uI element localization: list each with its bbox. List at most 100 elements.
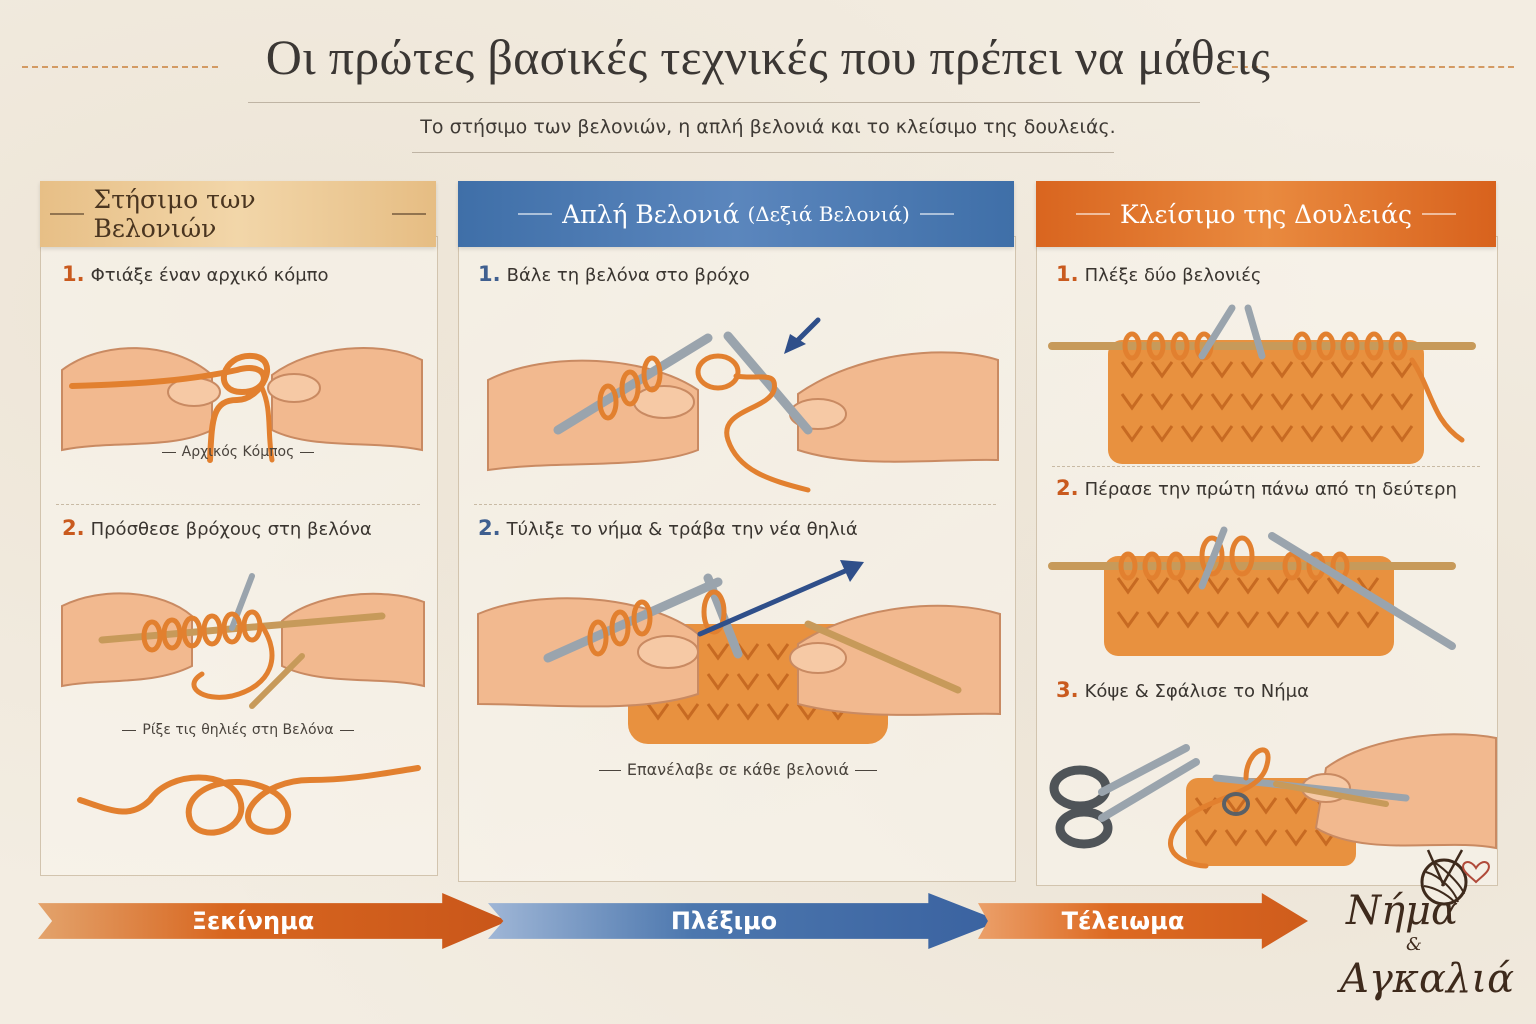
title-underline: [248, 102, 1200, 103]
section-bind-off-title: Κλείσιμο της Δουλειάς: [1120, 199, 1412, 229]
step-text: Πρόσθεσε βρόχους στη βελόνα: [90, 519, 372, 540]
bind-off-step-1: 1.Πλέξε δύο βελονιές: [1056, 262, 1261, 286]
section-bind-off-banner: Κλείσιμο της Δουλειάς: [1036, 181, 1496, 247]
section-divider: [474, 504, 996, 505]
wooden-needle-icon: [804, 620, 962, 694]
step-number: 3.: [1056, 678, 1079, 702]
section-knit-stitch-subtitle: (Δεξιά Βελονιά): [747, 202, 910, 226]
cut-yarn-illustration: [1049, 733, 1497, 869]
right-hand-icon: [271, 347, 423, 452]
left-thumb-icon: [637, 635, 699, 669]
right-hand-icon: [1314, 733, 1497, 850]
logo-line-2: Αγκαλιά: [1336, 956, 1514, 1002]
heart-icon: [1462, 861, 1490, 884]
caption-dash: [122, 729, 137, 731]
section-cast-on-title: Στήσιμο των Βελονιών: [93, 185, 256, 243]
left-needle-icon: [553, 333, 713, 435]
yarn-icon: [69, 353, 271, 463]
step-number: 1.: [1056, 262, 1079, 286]
knit-step-2: 2.Τύλιξε το νήμα & τράβα την νέα θηλιά: [478, 516, 858, 540]
step-text: Πλέξε δύο βελονιές: [1084, 265, 1262, 286]
step-number: 2.: [478, 516, 501, 540]
yarn-icon: [191, 623, 275, 700]
step-text: Τύλιξε το νήμα & τράβα την νέα θηλιά: [506, 519, 858, 540]
flow-start-label: Ξεκίνημα: [191, 907, 315, 935]
section-cast-on-banner: Στήσιμο των Βελονιών: [40, 181, 436, 247]
steel-needle-left-icon: [1198, 526, 1228, 590]
loose-knot-illustration: [77, 765, 421, 836]
page-title: Οι πρώτες βασικές τεχνικές που πρέπει να…: [265, 29, 1271, 85]
flow-knitting-arrow: Πλέξιμο: [488, 893, 1000, 949]
yarn-tail-icon: [1409, 357, 1465, 443]
flow-finish-arrow: Τέλειωμα: [978, 893, 1308, 949]
insert-arrowhead-icon: [784, 334, 806, 354]
caption-dash: [161, 451, 176, 453]
step-number: 2.: [1056, 476, 1079, 500]
knitted-fabric-icon: [1104, 556, 1394, 656]
logo-ampersand: &: [1406, 934, 1422, 955]
pass-over-illustration: [1048, 526, 1456, 656]
logo-line-1: Νήμα: [1345, 888, 1458, 934]
slip-knot-illustration: [61, 347, 423, 463]
section-knit-stitch-title: Απλή Βελονιά: [562, 199, 740, 229]
pull-arrow-icon: [697, 565, 855, 637]
banner-dash: [1421, 213, 1456, 215]
left-thumb-icon: [633, 385, 695, 419]
steel-needle-left-icon: [1198, 304, 1236, 360]
flow-knitting-label: Πλέξιμο: [670, 907, 778, 935]
right-hand-icon: [281, 592, 425, 688]
yarn-icon: [724, 373, 811, 493]
step-number: 1.: [62, 262, 85, 286]
banner-dash: [1076, 213, 1111, 215]
banner-dash: [50, 213, 84, 215]
cast-on-caption-1: Αρχικός Κόμπος: [62, 444, 414, 460]
step-text: Φτιάξε έναν αρχικό κόμπο: [90, 265, 329, 286]
wooden-needle-icon: [1273, 781, 1389, 807]
step-text: Πέρασε την πρώτη πάνω από τη δεύτερη: [1084, 479, 1457, 500]
caption-dash: [339, 729, 354, 731]
section-knit-stitch-banner: Απλή Βελονιά (Δεξιά Βελονιά): [458, 181, 1014, 247]
yarn-knot-icon: [77, 765, 421, 836]
right-thumb-icon: [267, 373, 321, 403]
knit-step-1: 1.Βάλε τη βελόνα στο βρόχο: [478, 262, 750, 286]
caption-dash: [855, 770, 878, 771]
cast-on-step-2: 2.Πρόσθεσε βρόχους στη βελόνα: [62, 516, 372, 540]
section-divider: [56, 504, 420, 505]
wrap-yarn-illustration: [477, 560, 1001, 744]
bind-off-step-3: 3.Κόψε & Σφάλισε το Νήμα: [1056, 678, 1309, 702]
yarn-ball-icon: [1420, 849, 1468, 906]
step-text: Κόψε & Σφάλισε το Νήμα: [1084, 681, 1309, 702]
banner-dash: [518, 213, 553, 215]
flow-finish-label: Τέλειωμα: [1061, 907, 1185, 935]
step-text: Βάλε τη βελόνα στο βρόχο: [506, 265, 750, 286]
steel-needle-right-icon: [1244, 304, 1266, 360]
cast-on-step-1: 1.Φτιάξε έναν αρχικό κόμπο: [62, 262, 329, 286]
cast-on-caption-2: Ρίξε τις θηλιές στη Βελόνα: [62, 722, 414, 738]
caption-text: Ρίξε τις θηλιές στη Βελόνα: [142, 722, 334, 738]
banner-dash: [919, 213, 954, 215]
cast-on-loops-illustration: [61, 573, 425, 709]
right-hand-icon: [797, 351, 999, 463]
scissors-icon: [1049, 744, 1200, 849]
caption-text: Αρχικός Κόμπος: [181, 444, 295, 460]
right-thumb-icon: [789, 642, 847, 674]
banner-dash: [392, 213, 426, 215]
yarn-tail-icon: [259, 385, 275, 463]
title-decoration-right: [1232, 66, 1514, 68]
page-subtitle: Το στήσιμο των βελονιών, η απλή βελονιά …: [420, 116, 1116, 138]
title-decoration-left: [22, 66, 218, 68]
step-number: 1.: [478, 262, 501, 286]
knit-caption: Επανέλαβε σε κάθε βελονιά: [478, 760, 998, 779]
brand-logo: Νήμα & Αγκαλιά: [1336, 849, 1514, 1002]
left-hand-icon: [477, 597, 699, 708]
step-number: 2.: [62, 516, 85, 540]
wooden-needle-end-icon: [249, 653, 305, 709]
flow-start-arrow: Ξεκίνημα: [38, 893, 508, 949]
knit-two-illustration: [1048, 304, 1476, 464]
caption-text: Επανέλαβε σε κάθε βελονιά: [626, 760, 850, 779]
steel-needle-icon: [229, 573, 255, 631]
section-cast-on-panel: [40, 236, 438, 876]
bind-off-step-2: 2.Πέρασε την πρώτη πάνω από τη δεύτερη: [1056, 476, 1457, 500]
section-divider: [1052, 466, 1480, 467]
steel-needle-right-icon: [1268, 532, 1456, 650]
